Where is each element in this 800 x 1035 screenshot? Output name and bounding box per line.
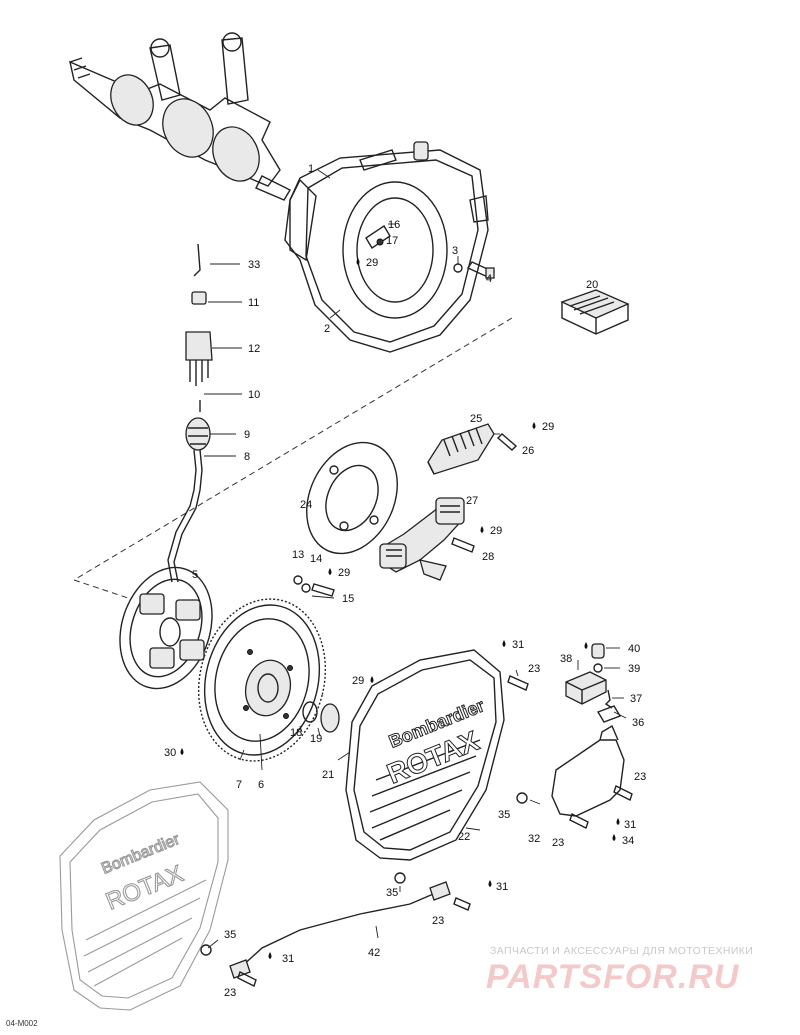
- label-17: 17: [386, 235, 398, 247]
- washer-14: [301, 583, 311, 593]
- watermark-site: PARTSFOR.RU: [486, 958, 740, 996]
- label-28: 28: [482, 551, 494, 563]
- label-3: 3: [452, 245, 458, 257]
- label-29-bolt15: 29: [338, 567, 350, 579]
- label-35-mid: 35: [386, 887, 398, 899]
- label-27: 27: [466, 495, 478, 507]
- label-36: 36: [632, 717, 644, 729]
- ignition-coil: [427, 423, 495, 475]
- label-6: 6: [258, 779, 264, 791]
- spring-37: [604, 689, 613, 709]
- bolt-15: [311, 583, 335, 597]
- washer-35-lower-mid: [394, 872, 406, 884]
- label-32: 32: [528, 833, 540, 845]
- label-25: 25: [470, 413, 482, 425]
- washer-13: [293, 575, 303, 585]
- label-21: 21: [322, 769, 334, 781]
- cover-ghost-view: Bombardier ROTAX: [59, 781, 229, 1011]
- label-5: 5: [192, 569, 198, 581]
- washer-39: [593, 663, 603, 673]
- charging-coil: [379, 497, 465, 581]
- label-16: 16: [388, 219, 400, 231]
- label-35-left: 35: [224, 929, 236, 941]
- label-33: 33: [248, 259, 260, 271]
- label-30: 30: [164, 747, 176, 759]
- drawing-code: 04-M002: [6, 1019, 38, 1028]
- label-29-coil: 29: [542, 421, 554, 433]
- label-23-lower-mid: 23: [432, 915, 444, 927]
- crankshaft: [69, 32, 291, 201]
- ring-gear: [197, 598, 327, 762]
- label-29-cover: 29: [352, 675, 364, 687]
- label-14: 14: [310, 553, 322, 565]
- label-11: 11: [248, 297, 259, 309]
- label-18: 18: [290, 727, 302, 739]
- label-38: 38: [560, 653, 572, 665]
- label-39: 39: [628, 663, 640, 675]
- screw-26: [496, 433, 518, 451]
- label-29-housing: 29: [366, 257, 378, 269]
- label-1: 1: [308, 163, 314, 175]
- watermark-tagline: ЗАПЧАСТИ И АКСЕССУАРЫ ДЛЯ МОТОТЕХНИКИ: [490, 945, 753, 957]
- label-23-lower-left: 23: [224, 987, 236, 999]
- label-34: 34: [622, 835, 634, 847]
- label-31-right: 31: [624, 819, 636, 831]
- retainer-38: [565, 671, 607, 705]
- label-20: 20: [586, 279, 598, 291]
- label-40: 40: [628, 643, 640, 655]
- pickup-stack: [167, 243, 213, 583]
- stator-plate: [306, 441, 398, 555]
- bolt-23-bracket: [569, 813, 589, 829]
- label-23-right: 23: [634, 771, 646, 783]
- label-9: 9: [244, 429, 250, 441]
- alignment-line: [73, 317, 513, 581]
- decal-20: [560, 289, 630, 335]
- label-31-lower-left: 31: [282, 953, 294, 965]
- label-7: 7: [236, 779, 242, 791]
- alignment-line: [73, 579, 129, 599]
- washer-35-right: [516, 792, 528, 804]
- magneto-rotor: [119, 566, 213, 690]
- label-23-upper: 23: [528, 663, 540, 675]
- watermark: ЗАПЧАСТИ И АКСЕССУАРЫ ДЛЯ МОТОТЕХНИКИ PA…: [486, 945, 753, 996]
- label-31-lower-right: 31: [496, 881, 508, 893]
- bolt-23-right: [613, 785, 633, 801]
- label-19: 19: [310, 733, 322, 745]
- label-29-charging: 29: [490, 525, 502, 537]
- bolt-23-lower: [237, 971, 257, 987]
- label-12: 12: [248, 343, 260, 355]
- label-26: 26: [522, 445, 534, 457]
- label-23-bracket: 23: [552, 837, 564, 849]
- washer-35-lower-left: [200, 944, 212, 956]
- label-35-right: 35: [498, 809, 510, 821]
- label-4: 4: [486, 273, 492, 285]
- magneto-cover: Bombardier ROTAX: [345, 649, 505, 861]
- label-37: 37: [630, 693, 642, 705]
- label-8: 8: [244, 451, 250, 463]
- label-15: 15: [342, 593, 354, 605]
- leader-lines: [204, 169, 627, 949]
- spacer-18: [302, 701, 318, 723]
- label-10: 10: [248, 389, 260, 401]
- retainer-16-17: [365, 225, 391, 249]
- label-31-upper: 31: [512, 639, 524, 651]
- bolt-31-lower: [453, 897, 471, 911]
- ground-strap: [229, 881, 451, 979]
- label-2: 2: [324, 323, 330, 335]
- label-13: 13: [292, 549, 304, 561]
- label-22: 22: [458, 831, 470, 843]
- label-24: 24: [300, 499, 312, 511]
- screw-40: [591, 643, 605, 659]
- part-labels: 1 2 3 4 16 17 29 20 33 11 12 10 9 8 25 2…: [164, 163, 646, 999]
- seal-19: [320, 703, 340, 733]
- magneto-housing: [284, 141, 489, 353]
- clip-36: [596, 705, 622, 723]
- label-42: 42: [368, 947, 380, 959]
- lube-symbols: [180, 258, 620, 959]
- bolt-23-upper: [507, 675, 529, 691]
- bracket: [551, 724, 625, 817]
- screw-28: [451, 537, 475, 553]
